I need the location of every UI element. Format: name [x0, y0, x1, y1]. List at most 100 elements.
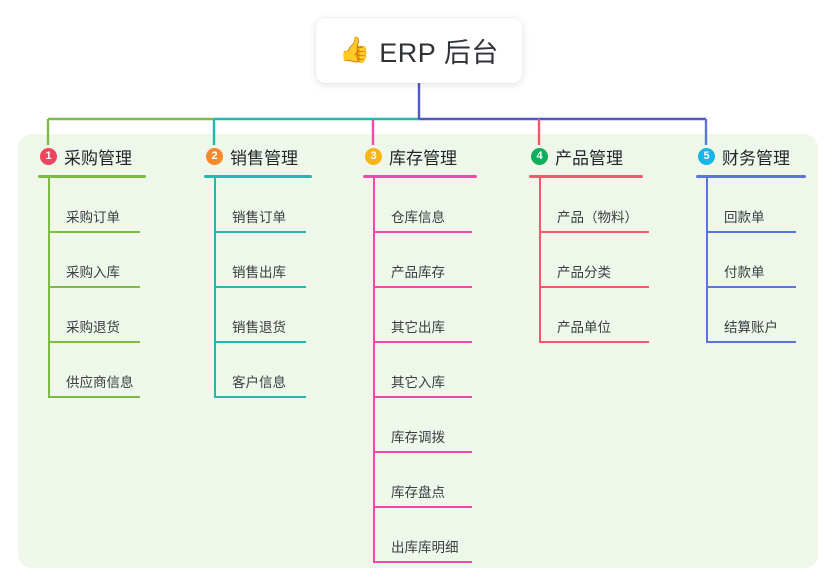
- leaf-label: 客户信息: [232, 375, 286, 390]
- leaf-spine: [373, 343, 375, 398]
- leaf-underline: [48, 286, 140, 288]
- leaf-spine: [373, 453, 375, 508]
- leaf-item[interactable]: 仓库信息: [363, 178, 533, 233]
- leaf-item[interactable]: 销售出库: [204, 233, 364, 288]
- leaf-item[interactable]: 销售订单: [204, 178, 364, 233]
- leaf-underline: [373, 341, 472, 343]
- leaf-label: 产品单位: [557, 320, 611, 335]
- leaf-item[interactable]: 产品（物料）: [529, 178, 699, 233]
- leaf-item[interactable]: 产品单位: [529, 288, 699, 343]
- leaf-item[interactable]: 客户信息: [204, 343, 364, 398]
- thumbs-up-icon: 👍: [339, 36, 371, 64]
- leaf-spine: [48, 288, 50, 343]
- leaf-item[interactable]: 采购退货: [38, 288, 198, 343]
- leaf-label: 出库库明细: [391, 540, 459, 555]
- leaf-spine: [706, 233, 708, 288]
- branch-title: 采购管理: [64, 148, 132, 168]
- branch-header-underline: [696, 175, 806, 178]
- branch-number-badge: 1: [40, 147, 57, 165]
- branch-title: 库存管理: [389, 148, 457, 168]
- leaf-underline: [373, 561, 472, 563]
- leaf-spine: [214, 288, 216, 343]
- leaf-label: 库存盘点: [391, 485, 445, 500]
- leaf-underline: [373, 286, 472, 288]
- leaf-spine: [373, 508, 375, 563]
- leaf-label: 产品（物料）: [557, 210, 638, 225]
- leaf-item[interactable]: 库存盘点: [363, 453, 533, 508]
- leaf-underline: [706, 286, 796, 288]
- branch-number-badge: 4: [531, 147, 548, 165]
- leaf-underline: [373, 231, 472, 233]
- leaf-underline: [706, 231, 796, 233]
- leaf-spine: [48, 233, 50, 288]
- leaf-spine: [539, 288, 541, 343]
- leaf-label: 供应商信息: [66, 375, 134, 390]
- leaf-item[interactable]: 其它入库: [363, 343, 533, 398]
- leaf-label: 库存调拨: [391, 430, 445, 445]
- leaf-underline: [48, 231, 140, 233]
- leaf-spine: [373, 178, 375, 233]
- leaf-underline: [214, 341, 306, 343]
- branch-header-4[interactable]: 4 产品管理: [529, 144, 699, 168]
- leaf-underline: [539, 231, 649, 233]
- leaf-item[interactable]: 产品库存: [363, 233, 533, 288]
- leaf-label: 其它出库: [391, 320, 445, 335]
- branch-header-underline: [363, 175, 477, 178]
- leaf-spine: [48, 343, 50, 398]
- leaf-label: 其它入库: [391, 375, 445, 390]
- branch-header-underline: [38, 175, 146, 178]
- branch-column-1: 1 采购管理采购订单采购入库采购退货供应商信息: [38, 144, 198, 398]
- branch-header-1[interactable]: 1 采购管理: [38, 144, 198, 168]
- leaf-spine: [214, 233, 216, 288]
- root-title: ERP 后台: [379, 38, 499, 68]
- leaf-spine: [373, 398, 375, 453]
- leaf-spine: [373, 233, 375, 288]
- leaf-spine: [706, 178, 708, 233]
- branch-header-underline: [529, 175, 643, 178]
- leaf-underline: [539, 286, 649, 288]
- branches-panel: [18, 134, 818, 568]
- branch-header-underline: [204, 175, 312, 178]
- leaf-item[interactable]: 采购订单: [38, 178, 198, 233]
- leaf-label: 产品库存: [391, 265, 445, 280]
- leaf-label: 产品分类: [557, 265, 611, 280]
- leaf-item[interactable]: 回款单: [696, 178, 839, 233]
- leaf-underline: [539, 341, 649, 343]
- leaf-underline: [48, 341, 140, 343]
- leaf-label: 采购订单: [66, 210, 120, 225]
- leaf-item[interactable]: 出库库明细: [363, 508, 533, 563]
- leaf-underline: [373, 451, 472, 453]
- leaf-label: 采购退货: [66, 320, 120, 335]
- leaf-spine: [214, 343, 216, 398]
- leaf-item[interactable]: 销售退货: [204, 288, 364, 343]
- leaf-spine: [539, 233, 541, 288]
- leaf-underline: [214, 231, 306, 233]
- leaf-underline: [214, 286, 306, 288]
- leaf-label: 销售订单: [232, 210, 286, 225]
- branch-title: 销售管理: [230, 148, 298, 168]
- leaf-item[interactable]: 产品分类: [529, 233, 699, 288]
- leaf-label: 销售退货: [232, 320, 286, 335]
- leaf-item[interactable]: 供应商信息: [38, 343, 198, 398]
- leaf-underline: [706, 341, 796, 343]
- leaf-item[interactable]: 付款单: [696, 233, 839, 288]
- leaf-spine: [373, 288, 375, 343]
- leaf-item[interactable]: 其它出库: [363, 288, 533, 343]
- leaf-underline: [373, 506, 472, 508]
- leaf-underline: [373, 396, 472, 398]
- leaf-spine: [539, 178, 541, 233]
- leaf-label: 仓库信息: [391, 210, 445, 225]
- branch-title: 产品管理: [555, 148, 623, 168]
- leaf-label: 采购入库: [66, 265, 120, 280]
- root-node[interactable]: 👍 ERP 后台: [316, 18, 522, 83]
- leaf-item[interactable]: 库存调拨: [363, 398, 533, 453]
- leaf-item[interactable]: 采购入库: [38, 233, 198, 288]
- leaf-item[interactable]: 结算账户: [696, 288, 839, 343]
- leaf-spine: [48, 178, 50, 233]
